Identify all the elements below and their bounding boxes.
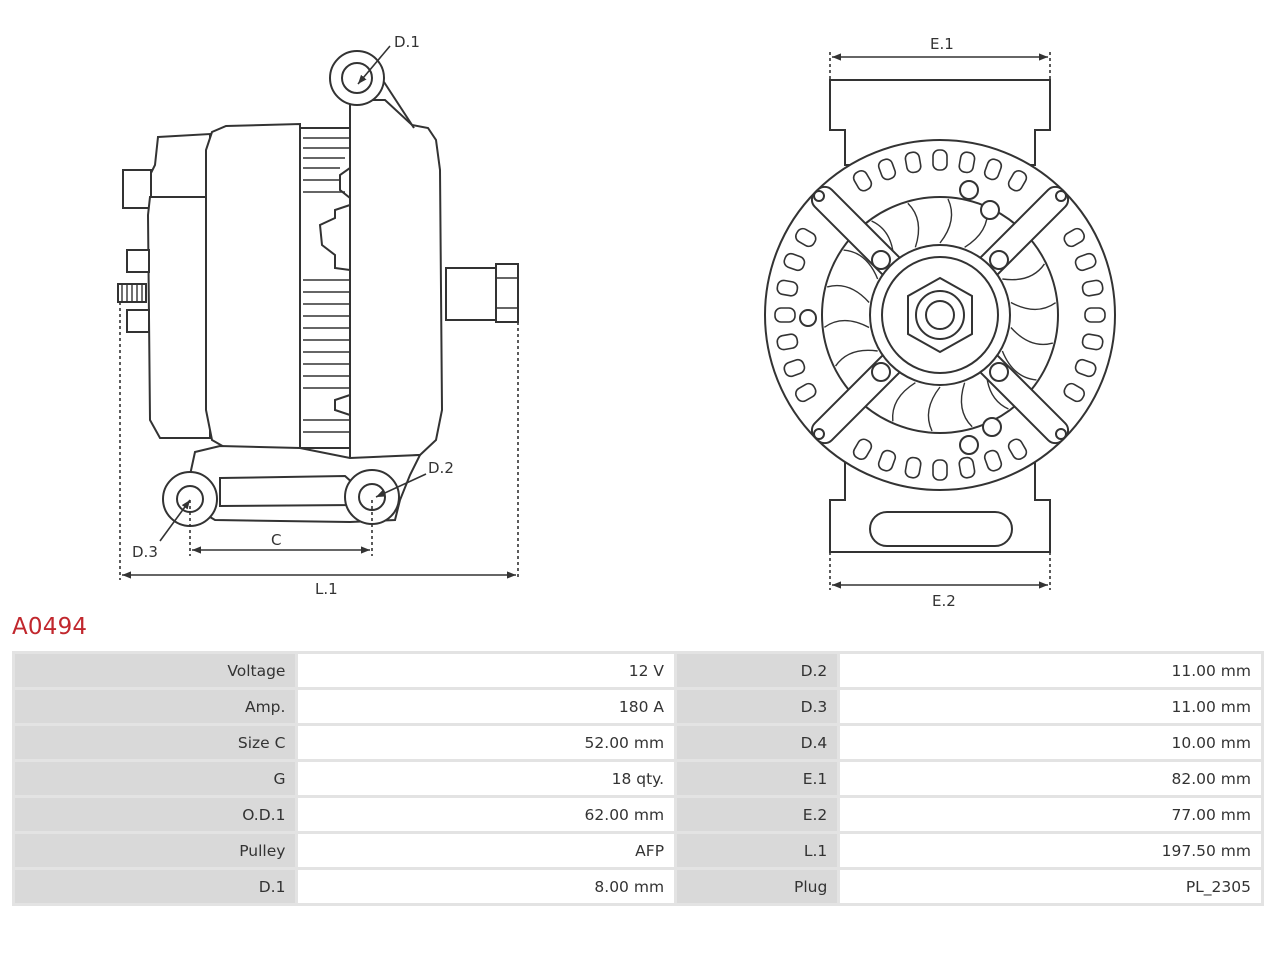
spec-key: Voltage — [15, 654, 296, 687]
spec-value: AFP — [298, 834, 675, 867]
alternator-technical-drawing: D.1 D.2 D.3 C L.1 — [117, 33, 1116, 610]
vent-slot — [783, 358, 806, 378]
vent-slot — [983, 449, 1003, 472]
stator-fins — [299, 127, 351, 449]
vent-slot — [1007, 170, 1028, 192]
part-code: A0494 — [12, 614, 88, 640]
label-e2: E.2 — [932, 592, 956, 610]
spec-key: D.2 — [677, 654, 838, 687]
spec-value: 11.00 mm — [840, 654, 1261, 687]
fan-blade — [834, 349, 878, 367]
vent-slot — [877, 158, 897, 181]
fan-blade — [907, 202, 920, 248]
vent-slots — [774, 149, 1106, 481]
vent-slot — [904, 456, 922, 479]
fan-blade — [927, 386, 941, 432]
bottom-mount-bracket — [162, 444, 422, 527]
fan-blade — [1010, 301, 1057, 311]
spec-key: E.1 — [677, 762, 838, 795]
vent-slot — [1081, 333, 1104, 351]
vent-slot — [852, 438, 873, 460]
vent-slot — [795, 227, 817, 248]
spec-key: G — [15, 762, 296, 795]
vent-slot — [1063, 382, 1085, 403]
fan-blade — [843, 249, 879, 280]
bottom-slot — [869, 511, 1013, 547]
spec-key: E.2 — [677, 798, 838, 831]
vent-slot — [783, 252, 806, 272]
spec-key: Pulley — [15, 834, 296, 867]
spec-row: Pulley AFP L.1 197.50 mm — [15, 834, 1261, 867]
spec-value: 10.00 mm — [840, 726, 1261, 759]
spec-key: Amp. — [15, 690, 296, 723]
spec-value: 77.00 mm — [840, 798, 1261, 831]
spec-value: PL_2305 — [840, 870, 1261, 903]
spec-value: 180 A — [298, 690, 675, 723]
label-l1: L.1 — [315, 580, 338, 598]
spec-row: Size C 52.00 mm D.4 10.00 mm — [15, 726, 1261, 759]
front-view — [764, 79, 1116, 553]
label-d3: D.3 — [132, 543, 158, 561]
fan-blade — [826, 284, 870, 303]
spec-row: D.1 8.00 mm Plug PL_2305 — [15, 870, 1261, 903]
vent-slot — [1074, 252, 1097, 272]
spec-value: 18 qty. — [298, 762, 675, 795]
vent-slot — [932, 149, 948, 171]
side-view — [117, 50, 519, 527]
fan-blade — [1001, 350, 1037, 381]
vent-slot — [1063, 227, 1085, 248]
vent-slot — [1007, 438, 1028, 460]
label-c: C — [271, 531, 281, 549]
vent-slot — [904, 151, 922, 174]
spec-table: Voltage 12 V D.2 11.00 mm Amp. 180 A D.3… — [12, 651, 1264, 906]
spec-key: D.1 — [15, 870, 296, 903]
spec-key: Size C — [15, 726, 296, 759]
vent-slot — [877, 449, 897, 472]
label-d1: D.1 — [394, 33, 420, 51]
pulley — [445, 263, 519, 323]
vent-slot — [983, 158, 1003, 181]
spec-value: 52.00 mm — [298, 726, 675, 759]
label-e1: E.1 — [930, 35, 954, 53]
threaded-stud — [117, 283, 147, 303]
vent-slot — [932, 459, 948, 481]
spec-key: O.D.1 — [15, 798, 296, 831]
spec-value: 8.00 mm — [298, 870, 675, 903]
spec-key: D.4 — [677, 726, 838, 759]
fan-blade — [1002, 263, 1046, 281]
vent-slot — [958, 456, 976, 479]
fan-blade — [823, 319, 870, 329]
spec-key: D.3 — [677, 690, 838, 723]
fan-blade — [1010, 327, 1054, 346]
vent-slot — [776, 279, 799, 297]
vent-slot — [1074, 358, 1097, 378]
front-view-dimensions — [829, 52, 1051, 590]
spec-value: 197.50 mm — [840, 834, 1261, 867]
vent-slot — [774, 307, 796, 323]
vent-slot — [1084, 307, 1106, 323]
spec-key: Plug — [677, 870, 838, 903]
spec-value: 11.00 mm — [840, 690, 1261, 723]
spec-key: L.1 — [677, 834, 838, 867]
fan-blade — [891, 382, 916, 422]
spec-row: O.D.1 62.00 mm E.2 77.00 mm — [15, 798, 1261, 831]
spec-row: G 18 qty. E.1 82.00 mm — [15, 762, 1261, 795]
vent-slot — [958, 151, 976, 174]
vent-slot — [795, 382, 817, 403]
fan-blade — [960, 382, 973, 428]
vent-slot — [776, 333, 799, 351]
spec-row: Voltage 12 V D.2 11.00 mm — [15, 654, 1261, 687]
spec-value: 62.00 mm — [298, 798, 675, 831]
side-view-dimensions — [119, 45, 519, 580]
vent-slot — [852, 170, 873, 192]
vent-slot — [1081, 279, 1104, 297]
spec-row: Amp. 180 A D.3 11.00 mm — [15, 690, 1261, 723]
spec-value: 82.00 mm — [840, 762, 1261, 795]
spec-value: 12 V — [298, 654, 675, 687]
fan-blade — [939, 198, 953, 244]
label-d2: D.2 — [428, 459, 454, 477]
